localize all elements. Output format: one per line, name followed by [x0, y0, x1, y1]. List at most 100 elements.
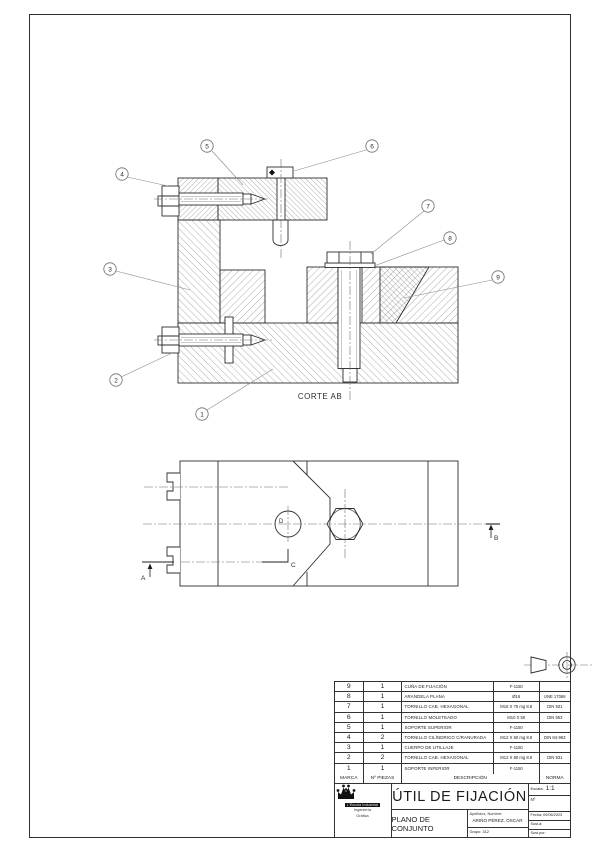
- scale-value: 1:1: [545, 784, 555, 792]
- author-cell: Apellidos, Nombre: ARIÑO PÉREZ, ÓSCAR Gr…: [466, 809, 528, 837]
- bom-cell-piezas: 1: [364, 682, 402, 692]
- bom-cell-descripcion: ARANDELA PLANA: [402, 692, 494, 702]
- bom-header-piezas: Nº PIEZAS: [364, 773, 402, 784]
- bom-cell-norma: [540, 723, 571, 732]
- plan-screw-head-top: [166, 472, 180, 501]
- cut-marks: [142, 523, 500, 577]
- number-cell: Nº: [527, 795, 571, 811]
- bom-cell-piezas: 1: [364, 712, 402, 722]
- bom-cell-marca: 8: [335, 692, 364, 702]
- drawing-subtitle: PLANO DE CONJUNTO: [390, 809, 467, 837]
- balloon-5: 5: [205, 143, 209, 150]
- date-cell: Fecha: 09/05/2023: [527, 811, 571, 820]
- bom-cell-piezas: 1: [364, 743, 402, 753]
- bom-cell-piezas: 1: [364, 763, 402, 774]
- bom-cell-norma: [540, 764, 571, 774]
- scale-label: Escala:: [530, 785, 544, 791]
- bom-cell-dimension: M12 X 50 mg 8.8: [494, 732, 540, 743]
- bom-cell-descripcion: TORNILLO CILÍNDRICO C/RANURADA: [402, 732, 494, 743]
- bom-cell-norma: DIN 931: [547, 755, 563, 761]
- bom-header-row: MARCA Nº PIEZAS DESCRIPCIÓN NORMA: [335, 773, 571, 784]
- bom-cell-dimension: F-1150: [494, 722, 540, 732]
- bom-cell-piezas: 2: [364, 732, 402, 743]
- bom-cell-dimension: F-1150: [494, 763, 540, 774]
- bom-cell-descripcion: SOPORTE INFERIOR: [402, 763, 494, 774]
- plan-label-c: C: [291, 562, 296, 569]
- dept-line1: Ingeniería: [354, 808, 371, 813]
- bom-cell-marca: 3: [335, 743, 364, 753]
- part-lower-support: [177, 322, 459, 384]
- plan-outline: [179, 460, 459, 587]
- bom-cell-norma: [540, 682, 571, 691]
- screw-vertical: [266, 166, 294, 246]
- author-name: ARIÑO PÉREZ, ÓSCAR: [472, 817, 523, 823]
- bom-cell-norma: DIN 84-963: [544, 735, 566, 741]
- bom-cell-descripcion: SOPORTE SUPERIOR: [402, 722, 494, 732]
- projection-symbol-icon: [524, 652, 592, 678]
- bom-cell-norma: DIN 653: [547, 714, 563, 720]
- bom-header-descripcion: DESCRIPCIÓN: [402, 773, 540, 784]
- balloon-4: 4: [120, 171, 124, 178]
- plan-label-a: A: [141, 575, 146, 582]
- bom-cell-dimension: Ø16: [494, 692, 540, 702]
- bom-cell-norma: UNE 17066: [543, 694, 566, 700]
- plan-label-d: D: [279, 519, 284, 525]
- plan-view: A B C D: [141, 460, 500, 587]
- bom-cell-dimension: M12 X 60 mg 8.8: [494, 753, 540, 763]
- bom-cell-descripcion: CUÑA DE FIJACIÓN: [402, 682, 494, 692]
- drawing-title: ÚTIL DE FIJACIÓN: [390, 784, 528, 809]
- bom-cell-piezas: 2: [364, 753, 402, 763]
- balloon-1: 1: [200, 411, 204, 418]
- group-number: Grupo: 312: [467, 827, 528, 834]
- crown-logo-icon: [336, 784, 355, 799]
- balloon-3: 3: [108, 266, 112, 273]
- bom-cell-marca: 2: [335, 753, 364, 763]
- bom-cell-dimension: M16 X 75 mg 8.8: [494, 702, 540, 712]
- author-label: Apellidos, Nombre:: [469, 811, 503, 816]
- bom-cell-marca: 7: [335, 702, 364, 712]
- center-lines-section: [154, 159, 351, 400]
- bom-cell-marca: 1: [335, 763, 364, 774]
- bom-cell-marca: 9: [335, 682, 364, 692]
- center-lines-plan: [143, 486, 497, 563]
- bom-cell-descripcion: TORNILLO CAB. HEXAGONAL: [402, 702, 494, 712]
- bom-cell-descripcion: CUERPO DE UTILLAJE: [402, 743, 494, 753]
- school-name: L'Escola Industrial: [344, 802, 381, 808]
- bom-cell-norma: DIN 931: [547, 704, 563, 710]
- plan-label-b: B: [494, 535, 498, 542]
- plan-wedge-chevron: [292, 460, 331, 587]
- bom-cell-dimension: M10 X 50: [494, 712, 540, 722]
- bom-cell-descripcion: TORNILLO MOLETEADO: [402, 712, 494, 722]
- sheet-border: [29, 14, 571, 838]
- bom-cell-dimension: F-1150: [494, 682, 540, 692]
- bom-header-norma: NORMA: [545, 776, 564, 782]
- section-label: CORTE AB: [298, 392, 342, 401]
- section-view: 4 5 6 7 8 9 3 2 1 CORTE AB: [103, 139, 505, 421]
- part-right-block-left: [306, 266, 339, 324]
- part-middle-block: [219, 269, 266, 324]
- bom-cell-marca: 5: [335, 722, 364, 732]
- plan-screw-head-bottom: [166, 546, 180, 574]
- school-logo: L'Escola Industrial Ingeniería Gráfica: [335, 784, 391, 837]
- balloon-7: 7: [426, 203, 430, 210]
- bom-cell-norma: [540, 743, 571, 752]
- balloon-8: 8: [448, 235, 452, 242]
- bom-cell-piezas: 1: [364, 692, 402, 702]
- title-block: L'Escola Industrial Ingeniería Gráfica Ú…: [333, 783, 571, 838]
- part-body-column: [177, 219, 221, 324]
- replaced-by-cell: Sust.por:: [527, 829, 571, 837]
- bom-cell-dimension: F-1150: [494, 743, 540, 753]
- screw-bottom-left: [157, 326, 267, 354]
